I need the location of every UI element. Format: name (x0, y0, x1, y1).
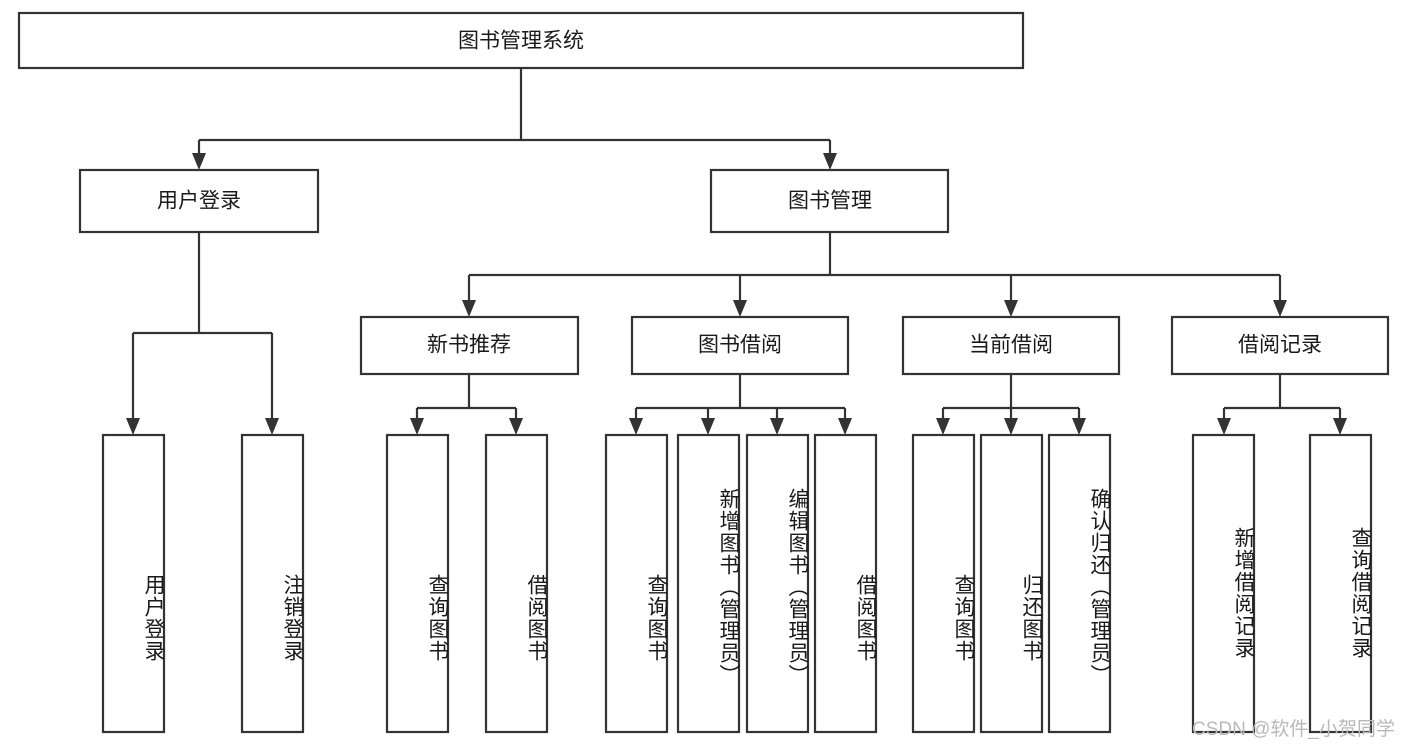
node-box-root[interactable] (17, 11, 1025, 70)
node-label-user-login: 用户登录 (157, 190, 241, 213)
arrow-head-leaf-user-login (126, 418, 140, 435)
arrow-head-bb-leaf3 (770, 418, 784, 435)
node-label-new-book-recommend: 新书推荐 (427, 334, 511, 357)
watermark-text: CSDN @软件_小贺同学 (1192, 719, 1395, 740)
node-box-leaf-query-book-cb[interactable] (911, 433, 976, 734)
connector-layer (126, 68, 1347, 435)
node-box-current-borrow[interactable] (901, 315, 1121, 376)
node-box-leaf-user-login[interactable] (101, 433, 166, 734)
node-label-book-management: 图书管理 (788, 190, 872, 213)
node-box-leaf-add-book-admin[interactable] (676, 433, 741, 734)
node-label-current-borrow: 当前借阅 (969, 334, 1053, 357)
arrow-head-bb-leaf2 (701, 418, 715, 435)
node-layer: 图书管理系统 用户登录 图书管理 新书推荐 图书借阅 当前借阅 借阅记录 (17, 11, 1390, 734)
arrow-head-br-leaf2 (1333, 418, 1347, 435)
node-box-leaf-borrow-book-bb[interactable] (813, 433, 878, 734)
node-label-borrow-record: 借阅记录 (1238, 334, 1322, 357)
arrow-head-leaf-logout (265, 418, 279, 435)
node-box-new-book-recommend[interactable] (359, 315, 580, 376)
node-box-leaf-return-book[interactable] (979, 433, 1044, 734)
node-box-book-management[interactable] (709, 168, 950, 234)
arrow-head-new-book-rec (462, 300, 476, 317)
arrow-head-cb-leaf1 (936, 418, 950, 435)
arrow-head-bb-leaf4 (838, 418, 852, 435)
node-box-borrow-record[interactable] (1170, 315, 1390, 376)
node-box-leaf-query-book-nbr[interactable] (385, 433, 450, 734)
arrow-head-br-leaf1 (1217, 418, 1231, 435)
arrow-head-current-borrow (1004, 300, 1018, 317)
node-box-leaf-query-book-bb[interactable] (604, 433, 669, 734)
arrow-head-cb-leaf2 (1004, 418, 1018, 435)
arrow-head-user-login (192, 153, 206, 170)
node-box-leaf-borrow-book-nbr[interactable] (484, 433, 549, 734)
node-box-book-borrow[interactable] (630, 315, 850, 376)
arrow-head-cb-leaf3 (1072, 418, 1086, 435)
arrow-head-book-borrow (733, 300, 747, 317)
node-box-leaf-confirm-return-admin[interactable] (1047, 433, 1112, 734)
arrow-head-nbr-leaf1 (410, 418, 424, 435)
arrow-head-borrow-record (1273, 300, 1287, 317)
node-box-leaf-add-borrow-record[interactable] (1191, 433, 1256, 734)
node-box-leaf-edit-book-admin[interactable] (745, 433, 810, 734)
arrow-head-nbr-leaf2 (509, 418, 523, 435)
node-box-leaf-query-borrow-record[interactable] (1308, 433, 1373, 734)
node-label-root: 图书管理系统 (458, 30, 584, 53)
node-box-user-login[interactable] (78, 168, 320, 234)
arrow-head-bb-leaf1 (629, 418, 643, 435)
node-label-book-borrow: 图书借阅 (698, 334, 782, 357)
node-box-leaf-logout[interactable] (240, 433, 305, 734)
arrow-head-book-mgmt (823, 153, 837, 170)
